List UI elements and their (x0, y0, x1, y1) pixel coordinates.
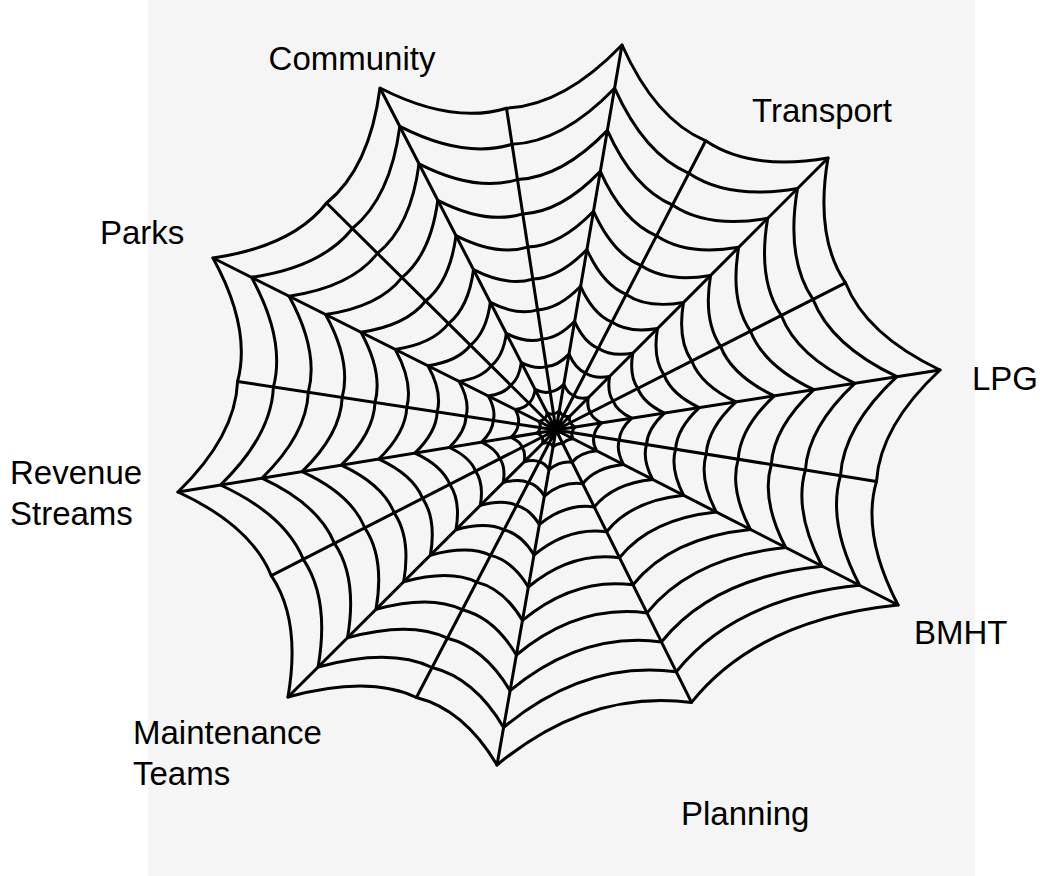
spoke-label: BMHT (914, 612, 1008, 653)
spoke-label: LPG (972, 358, 1038, 399)
spoke-label: Community (269, 38, 436, 79)
spoke-label: Maintenance Teams (133, 712, 322, 795)
spoke-label: Planning (681, 793, 809, 834)
spoke-label: Parks (100, 212, 184, 253)
web-rings (178, 45, 940, 765)
spoke-label: Transport (752, 90, 892, 131)
web-spokes (178, 45, 940, 765)
spoke-label: Revenue Streams (10, 452, 142, 535)
web-center (551, 425, 561, 435)
